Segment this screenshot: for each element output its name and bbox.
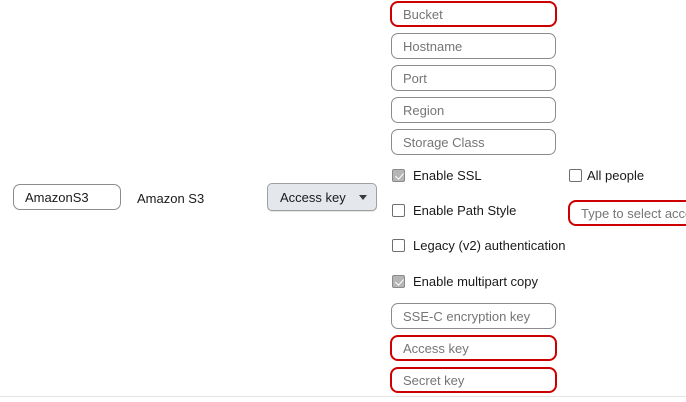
bucket-input-placeholder: Bucket — [403, 6, 443, 22]
access-key-placeholder: Access key — [403, 340, 469, 356]
protocol-id-value: AmazonS3 — [25, 189, 89, 205]
all-people-checkbox-row[interactable]: All people — [569, 168, 644, 183]
auth-type-dropdown[interactable]: Access key — [267, 183, 377, 211]
bottom-divider — [0, 396, 686, 397]
legacy-v2-auth-checkbox[interactable] — [392, 239, 405, 252]
hostname-input-placeholder: Hostname — [403, 38, 463, 54]
legacy-v2-auth-checkbox-row[interactable]: Legacy (v2) authentication — [392, 238, 565, 253]
storage-class-input[interactable]: Storage Class — [391, 129, 556, 155]
enable-ssl-checkbox-row[interactable]: Enable SSL — [392, 168, 482, 183]
sse-c-encryption-key-input[interactable]: SSE-C encryption key — [391, 303, 556, 329]
chevron-down-icon — [359, 194, 367, 200]
all-people-label: All people — [587, 168, 645, 183]
secret-key-input[interactable]: Secret key — [390, 367, 557, 393]
protocol-id-input[interactable]: AmazonS3 — [13, 184, 121, 210]
access-key-input[interactable]: Access key — [390, 335, 557, 361]
enable-ssl-label: Enable SSL — [413, 168, 482, 183]
enable-path-style-label: Enable Path Style — [413, 203, 517, 218]
enable-path-style-checkbox[interactable] — [392, 204, 405, 217]
hostname-input[interactable]: Hostname — [391, 33, 556, 59]
secret-key-placeholder: Secret key — [403, 372, 465, 388]
all-people-checkbox[interactable] — [569, 169, 582, 182]
port-input-placeholder: Port — [403, 70, 427, 86]
account-select-input[interactable]: Type to select acco — [568, 200, 686, 226]
enable-ssl-checkbox[interactable] — [392, 169, 405, 182]
bucket-input[interactable]: Bucket — [390, 1, 557, 27]
region-input-placeholder: Region — [403, 102, 445, 118]
enable-multipart-copy-checkbox[interactable] — [392, 275, 405, 288]
storage-class-input-placeholder: Storage Class — [403, 134, 485, 150]
region-input[interactable]: Region — [391, 97, 556, 123]
enable-multipart-copy-checkbox-row[interactable]: Enable multipart copy — [392, 274, 538, 289]
account-select-placeholder: Type to select acco — [581, 205, 686, 221]
enable-multipart-copy-label: Enable multipart copy — [413, 274, 539, 289]
protocol-name-label: Amazon S3 — [137, 191, 205, 206]
sse-c-encryption-key-placeholder: SSE-C encryption key — [403, 308, 531, 324]
legacy-v2-auth-label: Legacy (v2) authentication — [413, 238, 566, 253]
port-input[interactable]: Port — [391, 65, 556, 91]
enable-path-style-checkbox-row[interactable]: Enable Path Style — [392, 203, 516, 218]
auth-type-selected-value: Access key — [280, 189, 346, 205]
